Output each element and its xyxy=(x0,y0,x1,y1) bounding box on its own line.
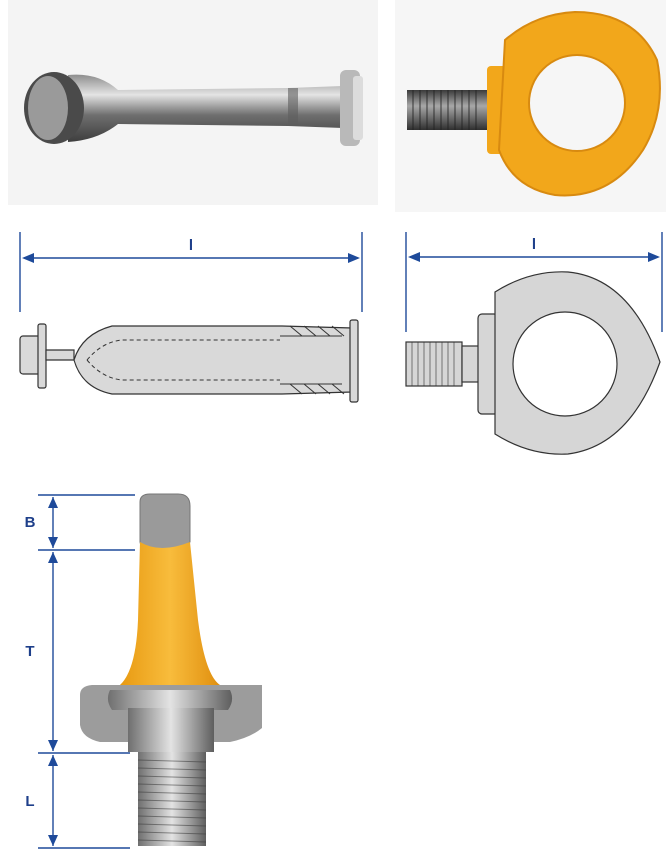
thread xyxy=(405,341,463,387)
arrowhead-right xyxy=(348,253,360,263)
eyebolt-drawing: l xyxy=(400,222,666,467)
dimension-label-b: B xyxy=(25,514,36,531)
arrowhead-right xyxy=(648,252,660,262)
eyebolt-photo xyxy=(395,0,666,212)
anchor-sleeve-drawing: l xyxy=(12,222,372,422)
anchor-sleeve-photo xyxy=(8,0,378,205)
arrowhead-left xyxy=(408,252,420,262)
dimension-label-l: l xyxy=(189,237,193,254)
dimension-label-t: T xyxy=(25,643,34,660)
eyebolt-side-view: B T L xyxy=(0,470,340,850)
dimension-label-l: L xyxy=(25,793,34,810)
arrowhead-left xyxy=(22,253,34,263)
dimension-label-l: l xyxy=(532,236,536,253)
eye-hole xyxy=(512,311,618,417)
